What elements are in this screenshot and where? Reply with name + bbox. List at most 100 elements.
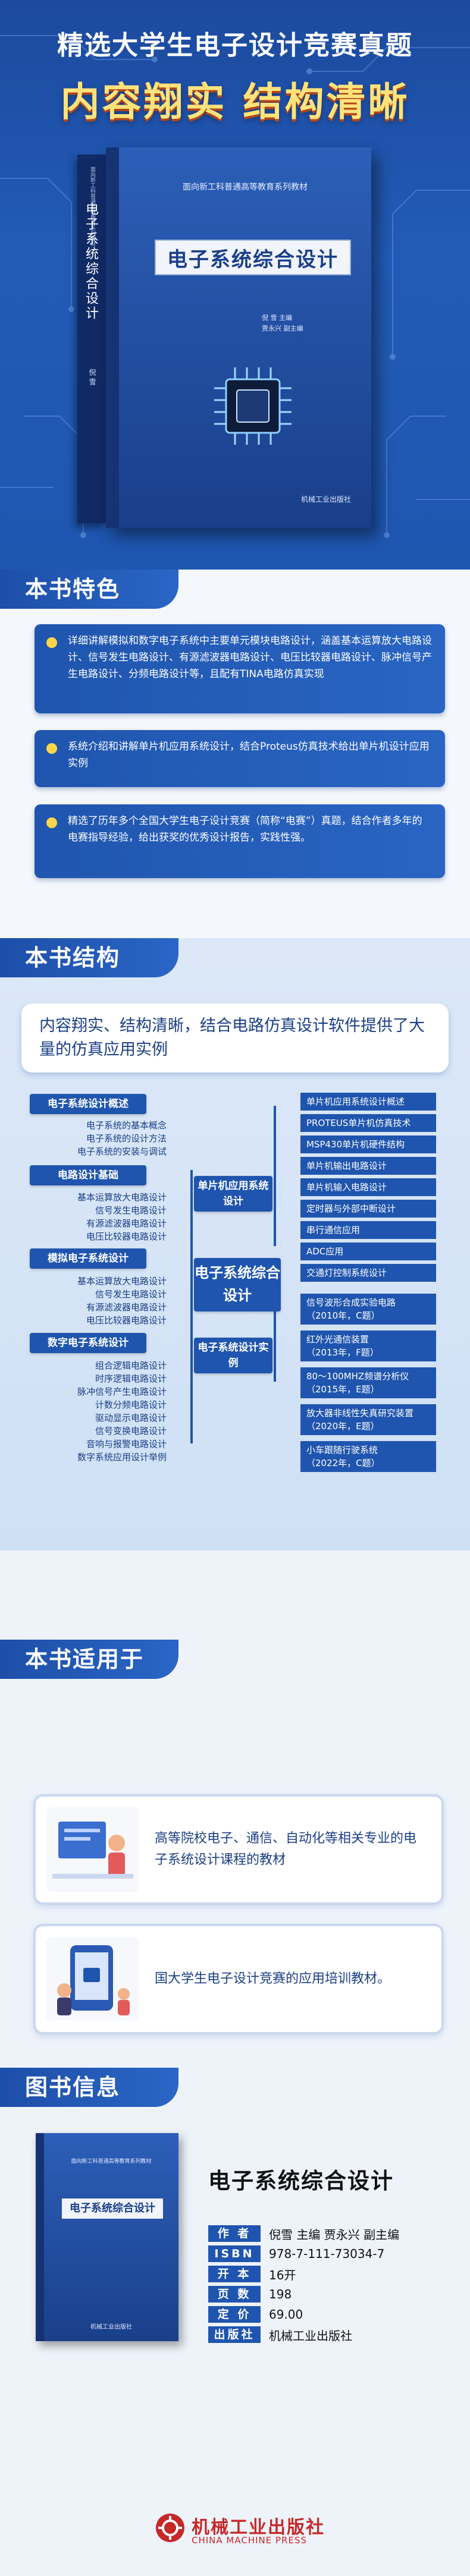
bullet-icon [46,817,57,828]
structure-header: 本书结构 [0,938,178,977]
cover-author-main: 倪 雪 主编 [262,314,292,322]
leaf-item: 信号发生电路设计 [95,1205,167,1216]
leaf-item: 有源滤波器电路设计 [86,1218,167,1229]
structure-section: 本书结构 内容翔实、结构清晰，结合电路仿真设计软件提供了大量的仿真应用实例 电子… [0,938,470,1550]
info-row: 出版社机械工业出版社 [208,2325,399,2345]
info-row: 定 价 69.00 [208,2304,399,2325]
cover-title: 电子系统综合设计 [167,247,339,272]
mcu-item: 单片机输入电路设计 [300,1178,436,1196]
example-title: 小车跟随行驶系统 [306,1445,378,1455]
info-title: 电子系统综合设计 [208,2168,394,2194]
leaf-item: 有源滤波器电路设计 [86,1302,167,1313]
info-value: 机械工业出版社 [269,2328,352,2343]
circuit-background [0,35,470,538]
publisher-logo-icon [156,2514,184,2542]
connector-line [190,1170,193,1443]
chip-icon [214,367,292,445]
publisher-name-cn: 机械工业出版社 [192,2517,325,2538]
example-year: （2010年，C题） [306,1310,380,1321]
publisher-name-en: CHINA MACHINE PRESS [192,2535,307,2546]
hero-title: 内容翔实 结构清晰 [60,79,410,125]
example-year: （2022年，C题） [306,1458,380,1468]
mcu-item: PROTEUS单片机仿真技术 [300,1114,436,1132]
feature-text: 详细讲解模拟和数字电子系统中主要单元模块电路设计，涵盖基本运算放大电路设计、信号… [68,635,432,680]
info-key: 页 数 [208,2286,261,2303]
leaf-item: 组合逻辑电路设计 [95,1360,167,1371]
example-item: 红外光通信装置 （2013年，F题） [300,1331,436,1361]
info-value: 倪雪 主编 贾永兴 副主编 [269,2227,400,2242]
info-key: 开 本 [208,2266,261,2282]
connector-line [274,1106,276,1246]
feature-text: 精选了历年多个全国大学生电子设计竞赛（简称“电赛”）真题，结合作者多年的电赛指导… [68,815,422,844]
example-title: 放大器非线性失真研究装置 [306,1408,414,1418]
leaf-item: 计数分频电路设计 [95,1399,167,1410]
leaf-item: 时序逻辑电路设计 [95,1373,167,1384]
book-spine: 面向新工科普通高等教育系列教材 电子系统综合设计 倪 雪 [77,155,107,523]
leaf-item: 电子系统的设计方法 [86,1133,167,1144]
feature-text: 系统介绍和讲解单片机应用系统设计，结合Proteus仿真技术给出单片机设计应用实… [68,741,430,769]
example-title: 80～100MHZ频谱分析仪 [306,1371,409,1382]
node-mcu: 单片机应用系统设计 [194,1176,272,1212]
mcu-item: 定时器与外部中断设计 [300,1200,436,1218]
node-examples: 电子系统设计实例 [194,1338,272,1373]
teaching-illustration-icon [46,1807,139,1892]
info-row: 开 本 16开 [208,2264,399,2284]
leaf-item: 驱动显示电路设计 [95,1413,167,1423]
info-row: 作 者倪雪 主编 贾永兴 副主编 [208,2223,399,2244]
example-year: （2020年，E题） [306,1421,380,1432]
mcu-item: ADC应用 [300,1243,436,1260]
node-analog: 模拟电子系统设计 [30,1248,146,1269]
info-key: 定 价 [208,2306,261,2323]
example-year: （2015年，E题） [306,1384,380,1395]
mcu-item: 单片机应用系统设计概述 [300,1093,436,1111]
info-book-title: 电子系统综合设计 [62,2198,163,2219]
node-circuit-basics: 电路设计基础 [30,1165,146,1185]
node-digital: 数字电子系统设计 [30,1333,146,1353]
feature-item: 系统介绍和讲解单片机应用系统设计，结合Proteus仿真技术给出单片机设计应用实… [35,730,445,787]
audience-section: 本书适用于 高等院校电子、通信、自动化等相关专业的电子系统设计课程的教材 [0,1550,470,2068]
bullet-icon [46,637,57,648]
example-year: （2013年，F题） [306,1347,379,1358]
cover-author-deputy: 贾永兴 副主编 [262,325,303,332]
info-book-cover: 面向新工科普通高等教育系列教材 电子系统综合设计 机械工业出版社 [36,2133,178,2341]
mcu-item: 单片机输出电路设计 [300,1157,436,1175]
leaf-item: 电压比较器电路设计 [86,1231,167,1242]
example-item: 放大器非线性失真研究装置 （2020年，E题） [300,1404,436,1435]
leaf-item: 数字系统应用设计举例 [77,1452,167,1462]
info-book-publisher: 机械工业出版社 [90,2324,132,2330]
structure-intro: 内容翔实、结构清晰，结合电路仿真设计软件提供了大量的仿真应用实例 [21,1004,449,1072]
leaf-item: 电子系统的安装与调试 [77,1146,167,1157]
leaf-item: 信号发生电路设计 [95,1289,167,1300]
leaf-item: 信号变换电路设计 [95,1426,167,1436]
book-info-section: 图书信息 面向新工科普通高等教育系列教材 电子系统综合设计 机械工业出版社 电子… [0,2068,470,2576]
spine-series: 面向新工科普通高等教育系列教材 [89,166,95,247]
audience-text: 高等院校电子、通信、自动化等相关专业的电子系统设计课程的教材 [155,1831,417,1867]
info-value: 978-7-111-73034-7 [269,2247,385,2261]
example-item: 小车跟随行驶系统 （2022年，C题） [300,1441,436,1472]
audience-text: 国大学生电子设计竞赛的应用培训教材。 [155,1971,391,1986]
info-value: 198 [269,2287,292,2301]
hero-banner: 精选大学生电子设计竞赛真题 内容翔实 结构清晰 面向新工科普通高等教育系列教材 … [0,0,470,571]
example-item: 80～100MHZ频谱分析仪 （2015年，E题） [300,1367,436,1398]
info-value: 69.00 [269,2307,303,2322]
feature-item: 详细讲解模拟和数字电子系统中主要单元模块电路设计，涵盖基本运算放大电路设计、信号… [35,624,445,713]
info-value: 16开 [269,2267,296,2282]
node-overview: 电子系统设计概述 [30,1094,146,1114]
audience-header: 本书适用于 [0,1640,178,1679]
spine-author: 倪 雪 [88,369,96,385]
info-table: 作 者倪雪 主编 贾永兴 副主编 ISBN 978-7-111-73034-7 开… [208,2223,399,2345]
cover-authors: 倪 雪 主编 贾永兴 副主编 [262,313,303,334]
hero-subtitle: 精选大学生电子设计竞赛真题 [57,30,413,61]
node-center: 电子系统综合设计 [194,1258,281,1311]
info-key: ISBN [208,2245,261,2262]
info-book-series: 面向新工科普通高等教育系列教材 [71,2159,152,2165]
training-illustration-icon [46,1937,139,2021]
audience-card: 国大学生电子设计竞赛的应用培训教材。 [33,1924,444,2034]
feature-item: 精选了历年多个全国大学生电子设计竞赛（简称“电赛”）真题，结合作者多年的电赛指导… [35,804,445,878]
features-header: 本书特色 [0,570,178,609]
info-key: 作 者 [208,2225,261,2242]
bullet-icon [46,743,57,754]
connector-line [274,1272,276,1382]
info-header: 图书信息 [0,2068,178,2107]
